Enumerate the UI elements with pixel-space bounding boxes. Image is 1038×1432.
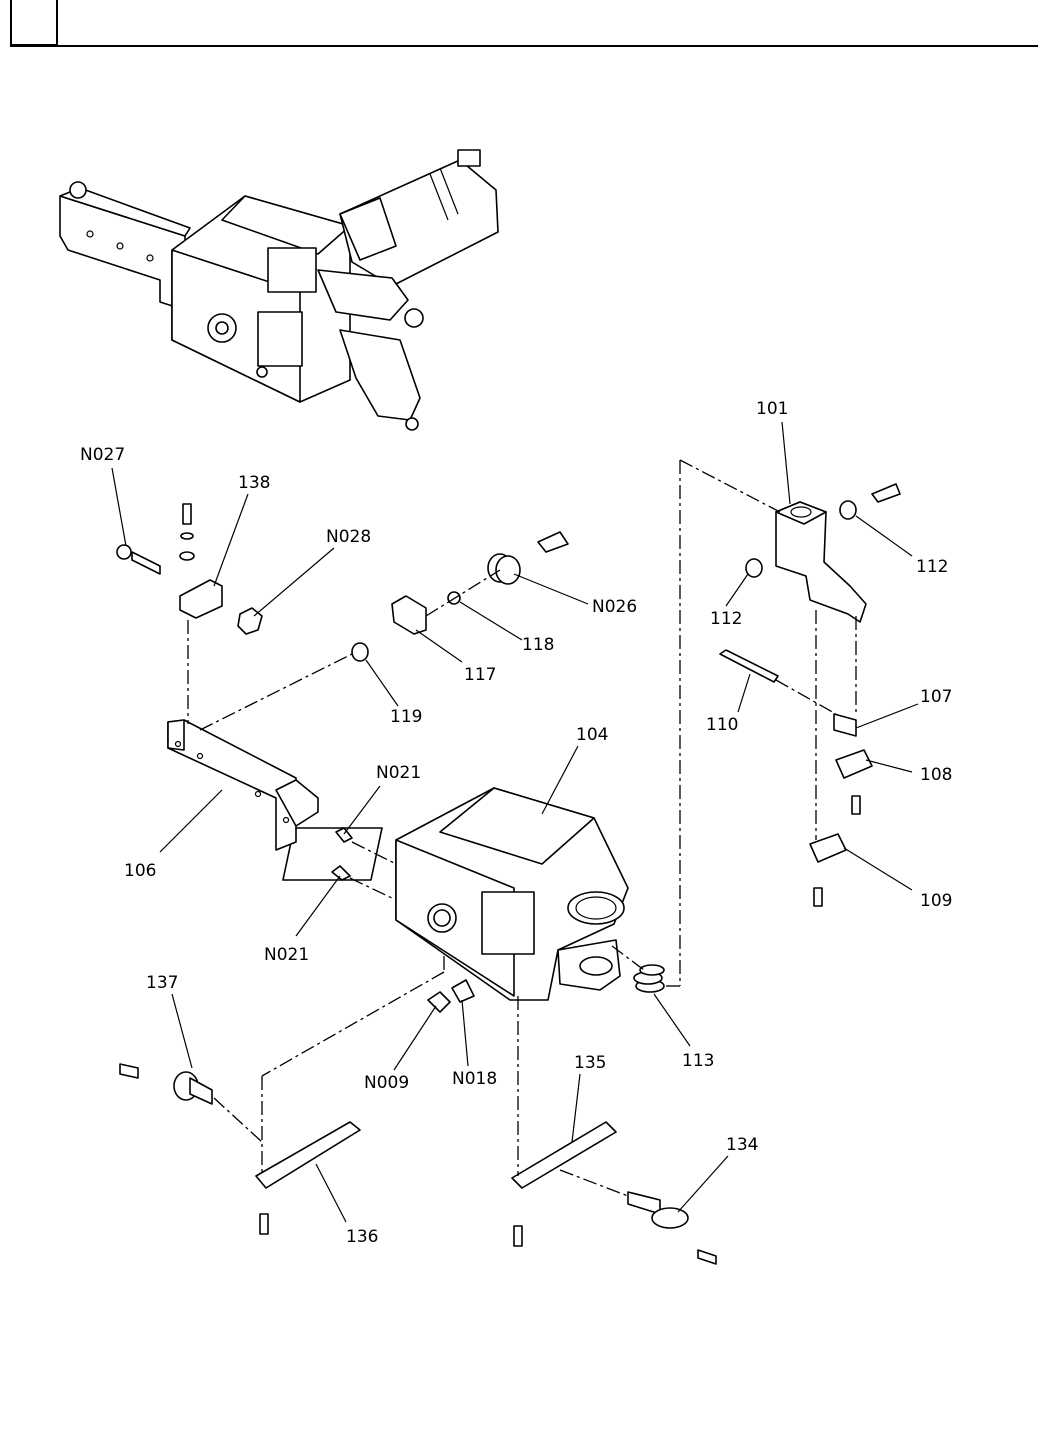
part-104-main-block xyxy=(283,788,628,1000)
label-n028: N028 xyxy=(326,527,371,547)
label-106: 106 xyxy=(124,861,156,881)
label-109: 109 xyxy=(920,891,952,911)
label-110: 110 xyxy=(706,715,738,735)
label-n009: N009 xyxy=(364,1073,409,1093)
part-101-arm xyxy=(776,502,866,622)
label-112-right: 112 xyxy=(916,557,948,577)
label-113: 113 xyxy=(682,1051,714,1071)
label-101: 101 xyxy=(756,399,788,419)
label-135: 135 xyxy=(574,1053,606,1073)
label-137: 137 xyxy=(146,973,178,993)
label-134: 134 xyxy=(726,1135,758,1155)
label-108: 108 xyxy=(920,765,952,785)
label-n018: N018 xyxy=(452,1069,497,1089)
label-n021-upper: N021 xyxy=(376,763,421,783)
label-n027: N027 xyxy=(80,445,125,465)
label-112-left: 112 xyxy=(710,609,742,629)
label-107: 107 xyxy=(920,687,952,707)
label-n021-lower: N021 xyxy=(264,945,309,965)
label-136: 136 xyxy=(346,1227,378,1247)
label-118: 118 xyxy=(522,635,554,655)
assembled-unit-illustration xyxy=(60,150,498,430)
part-106-rail xyxy=(168,720,318,850)
label-138: 138 xyxy=(238,473,270,493)
label-104: 104 xyxy=(576,725,608,745)
label-n026: N026 xyxy=(592,597,637,617)
label-117: 117 xyxy=(464,665,496,685)
label-119: 119 xyxy=(390,707,422,727)
